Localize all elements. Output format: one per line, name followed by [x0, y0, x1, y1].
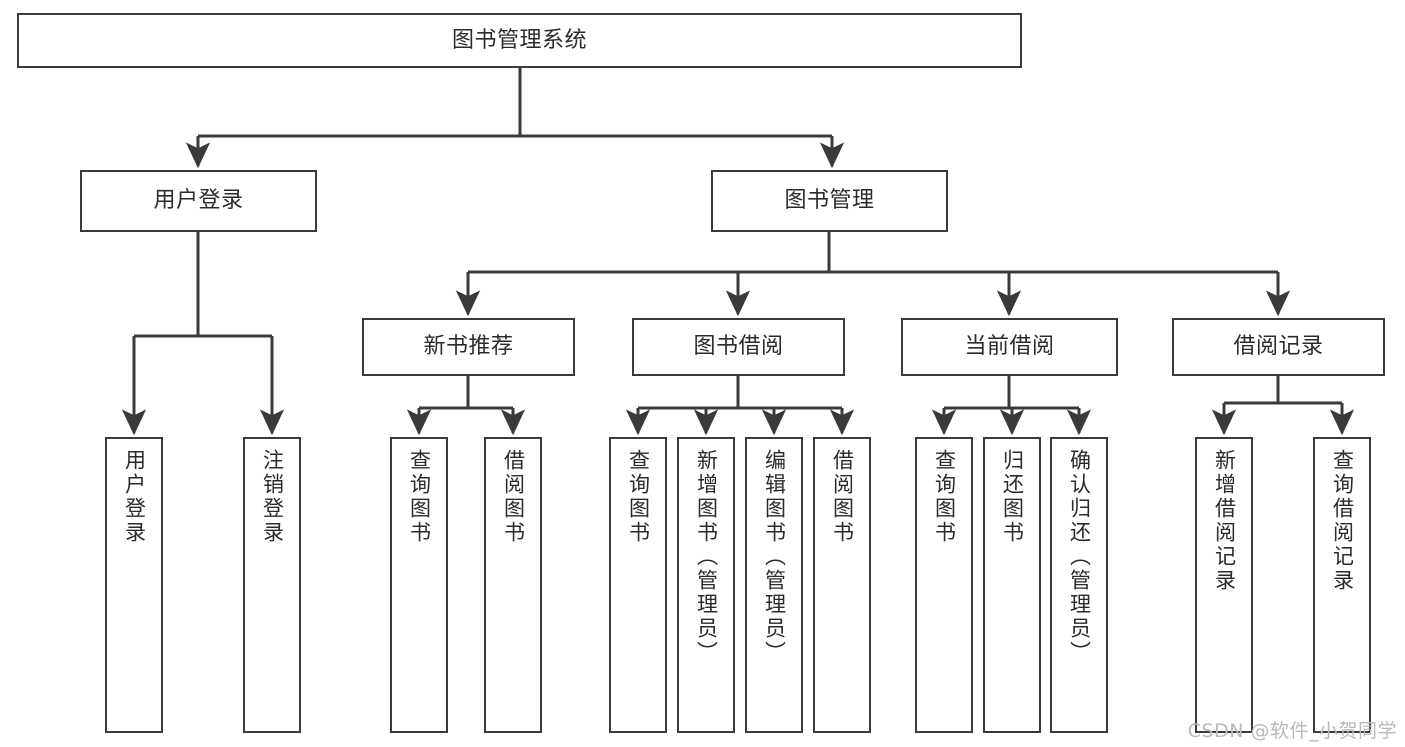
node-book-borrow[interactable]: 图书借阅 [632, 318, 845, 376]
leaf-user-login-login[interactable]: 用户登录 [105, 437, 163, 733]
node-new-book-recommend-label: 新书推荐 [423, 334, 514, 360]
leaf-label: 查询图书 [932, 449, 957, 545]
leaf-label: 编辑图书（管理员） [762, 449, 787, 665]
node-borrow-record-label: 借阅记录 [1233, 334, 1324, 360]
leaf-current-query-book[interactable]: 查询图书 [915, 437, 973, 733]
leaf-label: 借阅图书 [501, 449, 526, 545]
leaf-label: 确认归还（管理员） [1067, 449, 1092, 665]
node-user-login-label: 用户登录 [153, 188, 244, 214]
node-book-management-label: 图书管理 [784, 188, 875, 214]
leaf-label: 查询图书 [626, 449, 651, 545]
node-borrow-record[interactable]: 借阅记录 [1172, 318, 1385, 376]
leaf-label: 查询借阅记录 [1330, 449, 1355, 593]
leaf-label: 新增图书（管理员） [694, 449, 719, 665]
leaf-label: 借阅图书 [830, 449, 855, 545]
leaf-borrow-edit-book[interactable]: 编辑图书（管理员） [745, 437, 803, 733]
leaf-label: 查询图书 [407, 449, 432, 545]
leaf-borrow-add-book[interactable]: 新增图书（管理员） [677, 437, 735, 733]
leaf-new-book-borrow[interactable]: 借阅图书 [484, 437, 542, 733]
leaf-record-add[interactable]: 新增借阅记录 [1195, 437, 1253, 733]
leaf-current-confirm-return[interactable]: 确认归还（管理员） [1050, 437, 1108, 733]
leaf-new-book-query[interactable]: 查询图书 [390, 437, 448, 733]
leaf-user-login-logout[interactable]: 注销登录 [243, 437, 301, 733]
node-current-borrow[interactable]: 当前借阅 [901, 318, 1118, 376]
leaf-label: 用户登录 [122, 449, 147, 545]
node-root[interactable]: 图书管理系统 [17, 13, 1022, 68]
node-new-book-recommend[interactable]: 新书推荐 [362, 318, 575, 376]
node-book-management[interactable]: 图书管理 [711, 170, 948, 232]
leaf-label: 注销登录 [260, 449, 285, 545]
leaf-label: 归还图书 [1000, 449, 1025, 545]
leaf-label: 新增借阅记录 [1212, 449, 1237, 593]
leaf-current-return-book[interactable]: 归还图书 [983, 437, 1041, 733]
node-user-login[interactable]: 用户登录 [80, 170, 317, 232]
leaf-borrow-borrow-book[interactable]: 借阅图书 [813, 437, 871, 733]
node-root-label: 图书管理系统 [451, 27, 587, 53]
node-current-borrow-label: 当前借阅 [964, 334, 1055, 360]
leaf-borrow-query-book[interactable]: 查询图书 [609, 437, 667, 733]
leaf-record-query[interactable]: 查询借阅记录 [1313, 437, 1371, 733]
node-book-borrow-label: 图书借阅 [693, 334, 784, 360]
